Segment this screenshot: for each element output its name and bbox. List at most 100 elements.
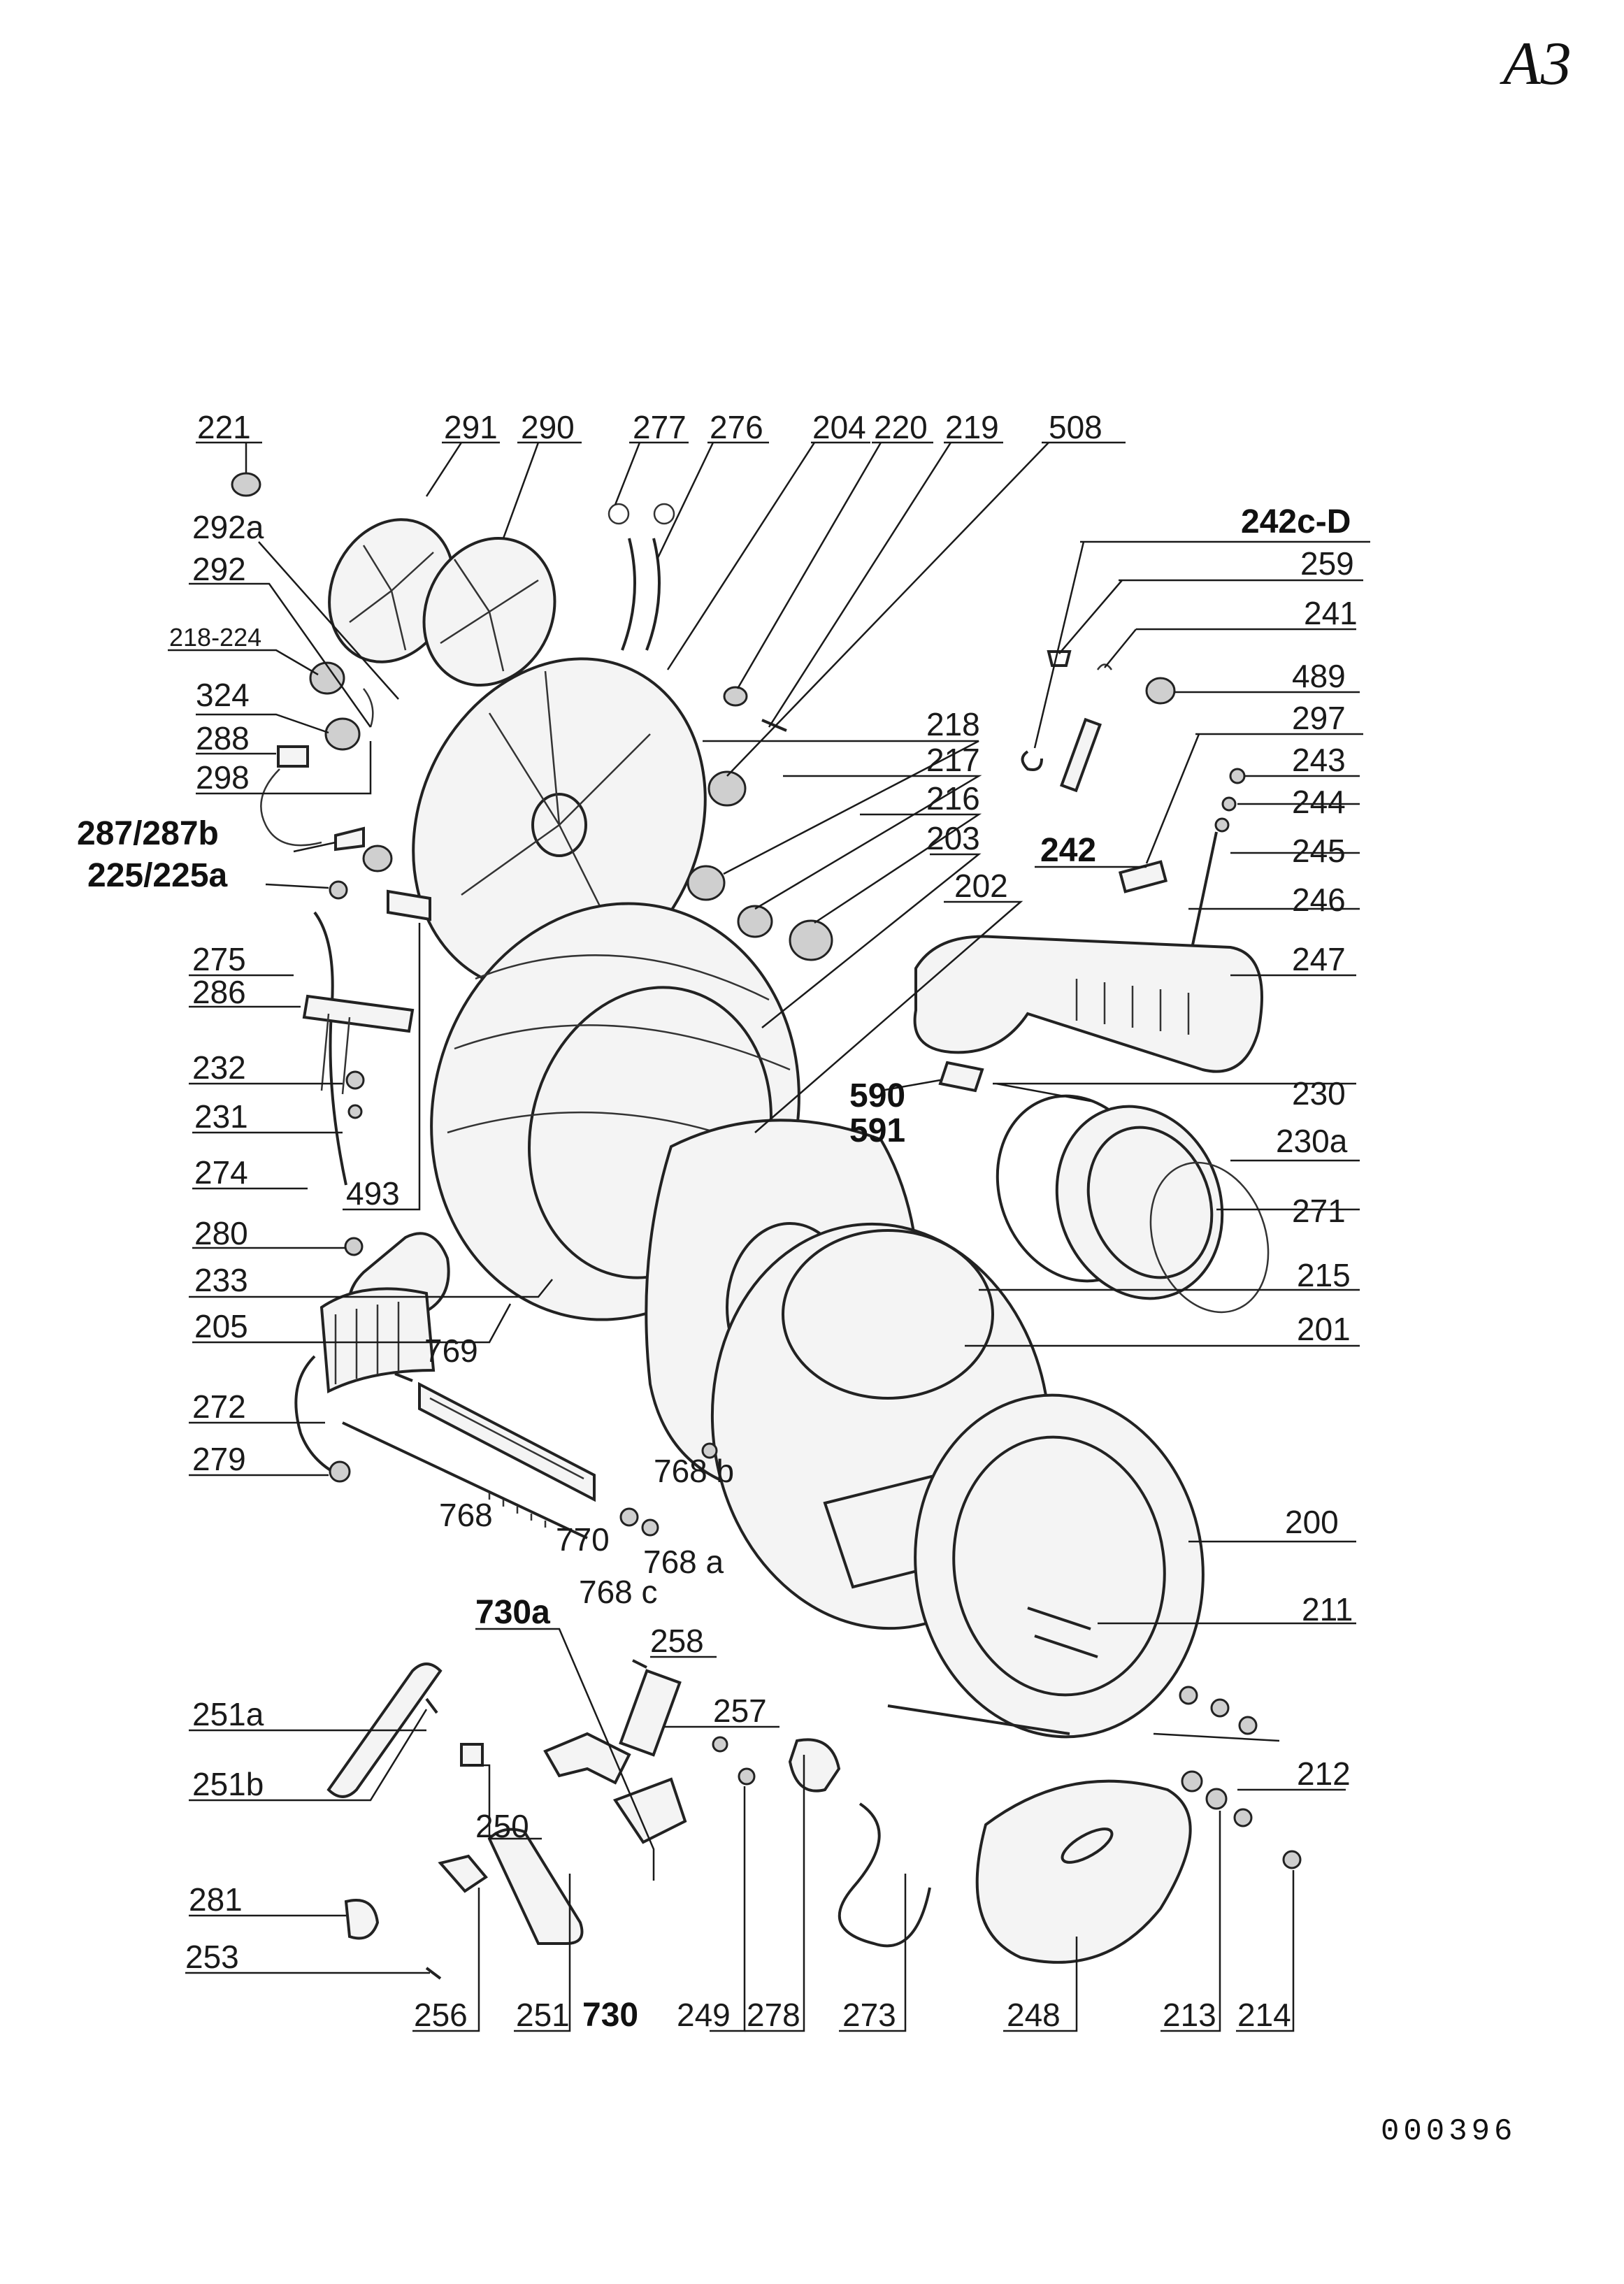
leader-590 — [880, 1079, 941, 1092]
part-768-bolt — [342, 1421, 588, 1539]
label-246: 246 — [1292, 882, 1346, 918]
part-257-nut — [712, 1736, 728, 1753]
part-251b-screw — [425, 1697, 438, 1714]
part-218-seal — [707, 770, 747, 807]
label-324: 324 — [196, 677, 250, 713]
label-275: 275 — [192, 941, 246, 977]
part-280-clamp — [344, 1237, 364, 1256]
label-244: 244 — [1292, 784, 1346, 820]
label-249: 249 — [677, 1997, 731, 2033]
label-230a: 230a — [1276, 1123, 1348, 1159]
part-225a-grommet — [329, 880, 348, 900]
label-216: 216 — [926, 780, 980, 817]
part-272-hose — [294, 1355, 340, 1477]
part-242-spring — [1059, 717, 1102, 793]
part-218-224-bush — [309, 661, 345, 695]
part-200-front-panel — [914, 1393, 1205, 1739]
label-200: 200 — [1285, 1504, 1339, 1540]
leader-250 — [468, 1764, 542, 1840]
label-257: 257 — [713, 1693, 767, 1729]
label-288: 288 — [196, 720, 250, 756]
leader-204 — [666, 441, 870, 670]
part-493-bracket — [387, 889, 431, 921]
label-591: 591 — [849, 1112, 905, 1149]
label-259: 259 — [1300, 545, 1354, 582]
bellows-ribs — [334, 1302, 400, 1384]
label-215: 215 — [1297, 1257, 1351, 1293]
label-230: 230 — [1292, 1075, 1346, 1112]
label-248: 248 — [1007, 1997, 1061, 2033]
label-213: 213 — [1163, 1997, 1216, 2033]
label-219: 219 — [945, 409, 999, 445]
label-225: 225/225a — [87, 857, 228, 894]
leader-211-nuts — [1153, 1732, 1280, 1742]
part-211-nut-c — [1238, 1716, 1258, 1735]
label-218: 218 — [926, 706, 980, 742]
pulley-spokes-rear — [349, 545, 434, 651]
label-212: 212 — [1297, 1755, 1351, 1792]
part-211-nut — [1179, 1686, 1198, 1705]
label-768: 768 — [439, 1497, 493, 1533]
label-204: 204 — [812, 409, 866, 445]
label-493: 493 — [346, 1175, 400, 1212]
label-768b: 768 b — [654, 1453, 734, 1489]
leader-259 — [1058, 579, 1363, 654]
rear-tub-hub — [531, 793, 587, 857]
leader-251b — [189, 1709, 428, 1802]
part-220-washer — [723, 686, 748, 707]
leader-278 — [745, 1755, 805, 2032]
part-247-counterweight — [913, 935, 1263, 1073]
label-280: 280 — [194, 1215, 248, 1251]
label-247: 247 — [1292, 941, 1346, 977]
part-259-clip — [1047, 650, 1072, 667]
label-730a: 730a — [475, 1594, 550, 1631]
leader-248 — [1003, 1937, 1078, 2032]
part-212-washer — [1205, 1788, 1228, 1810]
leader-276 — [656, 441, 769, 560]
part-770-bracket — [418, 1381, 596, 1502]
label-242cd: 242c-D — [1241, 503, 1351, 540]
part-248-weight — [975, 1779, 1192, 1964]
leader-221 — [196, 441, 262, 473]
part-246-damper-rod — [1187, 831, 1218, 965]
label-242: 242 — [1040, 832, 1096, 869]
label-218-224: 218-224 — [169, 623, 261, 652]
part-273-rod — [887, 1704, 1070, 1735]
label-297: 297 — [1292, 700, 1346, 736]
label-279: 279 — [192, 1441, 246, 1477]
part-219-screw — [761, 719, 787, 732]
part-258-screw — [632, 1659, 647, 1669]
leader-219 — [768, 441, 1003, 728]
label-256: 256 — [414, 1997, 468, 2033]
label-281: 281 — [189, 1881, 243, 1918]
part-730-latch-lower — [612, 1777, 687, 1844]
label-233: 233 — [194, 1262, 248, 1298]
rear-tub-ribs — [461, 670, 651, 938]
part-217-bearing — [737, 905, 773, 938]
bracket-slot — [429, 1397, 584, 1480]
label-292: 292 — [192, 551, 246, 587]
label-220: 220 — [874, 409, 928, 445]
part-241-hook — [1096, 663, 1113, 670]
part-768a-nut — [641, 1518, 659, 1537]
leader-225 — [265, 883, 329, 889]
label-201: 201 — [1297, 1311, 1351, 1347]
part-730-latch-upper — [543, 1732, 631, 1785]
leader-290 — [502, 441, 582, 539]
label-211: 211 — [1302, 1591, 1353, 1628]
part-508-hook — [1021, 750, 1043, 771]
label-241: 241 — [1304, 595, 1358, 631]
part-276-hose-edge — [645, 538, 661, 651]
label-274: 274 — [194, 1154, 248, 1191]
label-251a: 251a — [192, 1696, 264, 1732]
leader-242cd — [1033, 540, 1370, 749]
label-768c: 768 c — [579, 1574, 658, 1610]
label-290: 290 — [521, 409, 575, 445]
part-244-washer — [1221, 796, 1237, 812]
leader-233 — [189, 1279, 553, 1298]
part-274-hose — [313, 911, 347, 1186]
label-232: 232 — [192, 1049, 246, 1086]
leader-218 — [703, 740, 979, 875]
label-590: 590 — [849, 1077, 905, 1114]
label-292a: 292a — [192, 509, 264, 545]
